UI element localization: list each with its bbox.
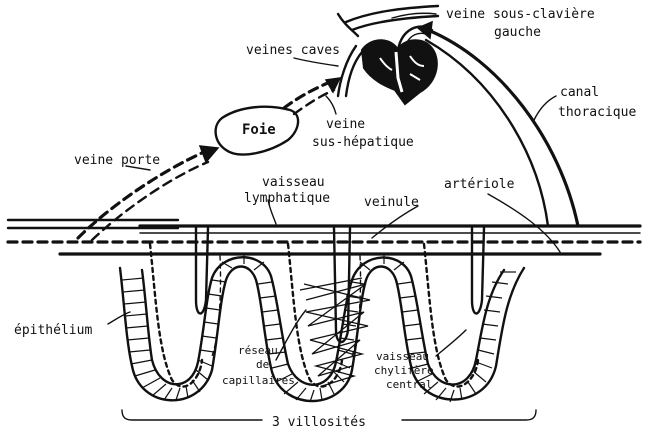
heart-drawing	[362, 27, 437, 104]
label-villosites: 3 villosités	[272, 415, 366, 430]
label-reseau-capillaires-1: réseau	[238, 344, 278, 357]
horizontal-vessels	[8, 220, 640, 254]
label-veine-sous-claviere-2: gauche	[494, 25, 541, 40]
epithelium-cells	[122, 254, 516, 402]
label-vaisseau-lymphatique-1: vaisseau	[262, 175, 325, 190]
label-vaisseau-chylifere-2: chylifère	[374, 364, 434, 377]
hepatic-vein-arrow	[284, 78, 340, 114]
label-veine-porte: veine porte	[74, 153, 160, 168]
label-veinule: veinule	[364, 195, 419, 210]
label-reseau-capillaires-3: capillaires	[222, 374, 295, 387]
label-veine-sous-claviere-1: veine sous-clavière	[446, 7, 595, 22]
label-vaisseau-chylifere-3: central	[386, 378, 432, 391]
label-vaisseau-lymphatique-2: lymphatique	[244, 191, 330, 206]
label-canal-thoracique-1: canal	[560, 85, 599, 100]
label-canal-thoracique-2: thoracique	[558, 105, 636, 120]
label-veine-sus-hepatique-1: veine	[326, 117, 365, 132]
thoracic-duct	[418, 22, 578, 226]
label-arteriole: artériole	[444, 177, 515, 192]
villi-epithelium	[120, 254, 524, 402]
labels: veine sous-clavière gauche veines caves …	[14, 7, 636, 430]
label-veine-sus-hepatique-2: sus-hépatique	[312, 135, 414, 150]
label-veines-caves: veines caves	[246, 43, 340, 58]
central-lacteals	[196, 228, 484, 342]
label-vaisseau-chylifere-1: vaisseau	[376, 350, 429, 363]
label-reseau-capillaires-2: de	[256, 358, 269, 371]
label-epithelium: épithélium	[14, 323, 92, 338]
label-foie: Foie	[242, 122, 276, 138]
